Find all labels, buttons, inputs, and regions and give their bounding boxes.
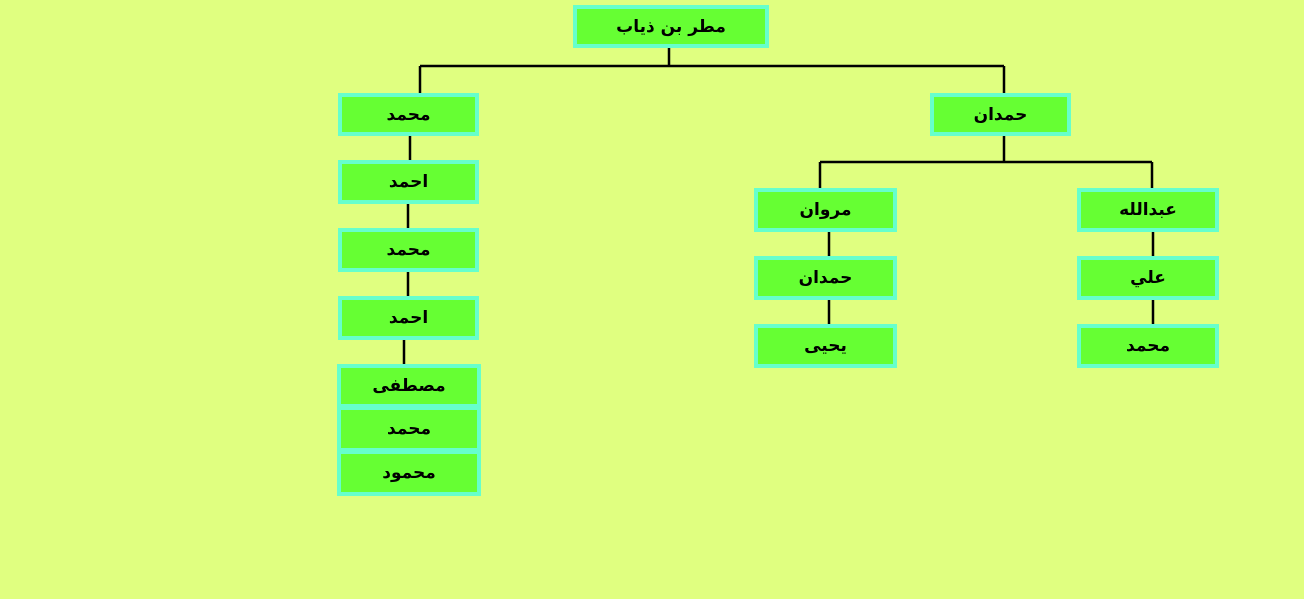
left-group-label-1: مصطفى (372, 376, 446, 396)
left-chain-label-2: محمد (386, 240, 431, 260)
abdullah-chain-node-1: علي (1077, 256, 1219, 300)
left-group-node-1: مصطفى (337, 364, 481, 408)
left-group-node-2: محمد (337, 406, 481, 452)
abdullah-label: عبدالله (1119, 200, 1177, 220)
left-head-node: محمد (338, 93, 479, 136)
abdullah-chain-label-1: علي (1130, 268, 1166, 288)
marwan-label: مروان (799, 200, 852, 220)
left-chain-label-3: احمد (388, 308, 429, 328)
left-chain-node-1: احمد (338, 160, 479, 204)
abdullah-chain-label-2: محمد (1126, 336, 1170, 356)
root-node: مطر بن ذياب (573, 5, 769, 48)
left-chain-label-1: احمد (388, 172, 429, 192)
right-head-label: حمدان (973, 104, 1028, 125)
marwan-chain-node-1: حمدان (754, 256, 897, 300)
abdullah-chain-node-2: محمد (1077, 324, 1219, 368)
left-group-node-3: محمود (337, 450, 481, 496)
marwan-chain-label-1: حمدان (798, 268, 853, 288)
left-chain-node-3: احمد (338, 296, 479, 340)
marwan-chain-node-2: يحيى (754, 324, 897, 368)
marwan-chain-label-2: يحيى (804, 336, 847, 356)
right-head-node: حمدان (930, 93, 1071, 136)
root-node-label: مطر بن ذياب (616, 16, 726, 37)
left-group-label-2: محمد (387, 419, 431, 439)
left-group-label-3: محمود (382, 463, 436, 483)
left-chain-node-2: محمد (338, 228, 479, 272)
marwan-node: مروان (754, 188, 897, 232)
abdullah-node: عبدالله (1077, 188, 1219, 232)
left-head-label: محمد (386, 104, 431, 125)
